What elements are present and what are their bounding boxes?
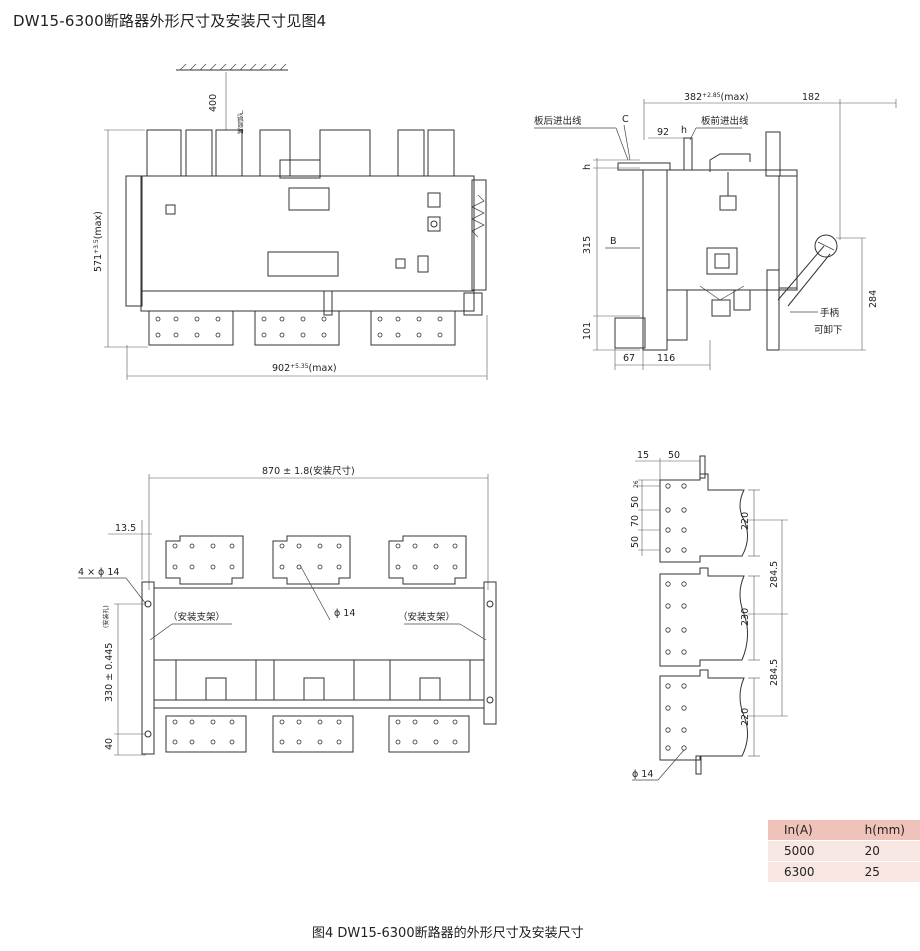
label-b: B [610,236,617,247]
dim-13-5: 13.5 [115,523,136,534]
table-cell: 20 [848,840,920,862]
dim-230: 230 [740,608,751,626]
install-view: 870 ± 1.8(安装尺寸) 13.5 4 × ϕ 14 （安装支架） ϕ 1… [78,465,497,756]
label-h-left: h [582,164,593,170]
label-arc-distance: 飞弧距离 [236,110,244,134]
dim-400: 400 [208,94,219,112]
table-header-row: In(A) h(mm) [768,820,920,841]
label-c: C [622,114,629,125]
label-phi14-install: ϕ 14 [334,608,355,619]
table-header: h(mm) [848,820,920,841]
label-removable: 可卸下 [814,324,843,336]
label-handle: 手柄 [820,307,839,319]
dim-40: 40 [104,738,115,750]
dim-330: 330 ± 0.445 [104,643,115,702]
dim-depth: 382+2.85(max) [684,92,749,103]
dim-50-a: 50 [630,496,641,508]
dim-284-5-b: 284.5 [769,659,780,686]
label-rear-wiring: 板后进出线 [534,115,582,127]
dim-315: 315 [582,236,593,254]
dim-height: 571+3.5(max) [93,211,104,272]
table-cell: 25 [848,861,920,882]
dim-220-b: 220 [740,708,751,726]
label-mount-holes: (安装孔) [102,605,110,628]
table-cell: 6300 [768,861,849,882]
dim-holes: 4 × ϕ 14 [78,567,119,578]
page-title: DW15-6300断路器外形尺寸及安装尺寸见图4 [13,12,327,30]
dim-284-5-a: 284.5 [769,561,780,588]
dim-101: 101 [582,322,593,340]
spec-table: In(A) h(mm) 5000 20 6300 25 [768,820,920,882]
dim-15: 15 [637,450,649,461]
table-header: In(A) [768,820,849,841]
dim-116: 116 [657,353,675,364]
table-row: 5000 20 [768,840,920,862]
dim-50-b: 50 [630,536,641,548]
table-cell: 5000 [768,840,849,862]
dim-92: 92 [657,127,669,138]
dim-width: 902+5.35(max) [272,363,337,374]
label-phi14-terminal: ϕ 14 [632,769,653,780]
dim-220-a: 220 [740,512,751,530]
dim-182: 182 [802,92,820,103]
figure-caption: 图4 DW15-6300断路器的外形尺寸及安装尺寸 [312,926,584,941]
label-front-wiring: 板前进出线 [701,115,749,127]
dim-50-top: 50 [668,450,680,461]
table-row: 6300 25 [768,861,920,882]
label-bracket-left: （安装支架） [168,611,225,623]
dim-70: 70 [630,515,641,527]
label-bracket-right: （安装支架） [398,611,455,623]
dim-67: 67 [623,353,635,364]
dim-870: 870 ± 1.8(安装尺寸) [262,465,355,477]
side-view: 382+2.85(max) 182 C 92 h 板后进出线 板前进出线 h 3… [534,92,897,370]
dim-26: 26 [633,480,640,488]
terminal-view: 15 50 50 26 70 50 220 284.5 230 284.5 22… [630,450,788,781]
label-h-top: h [681,125,687,136]
dim-284: 284 [868,290,879,308]
front-view: 400 飞弧距离 571+3.5(max) 902+5.35(max) [93,63,488,380]
